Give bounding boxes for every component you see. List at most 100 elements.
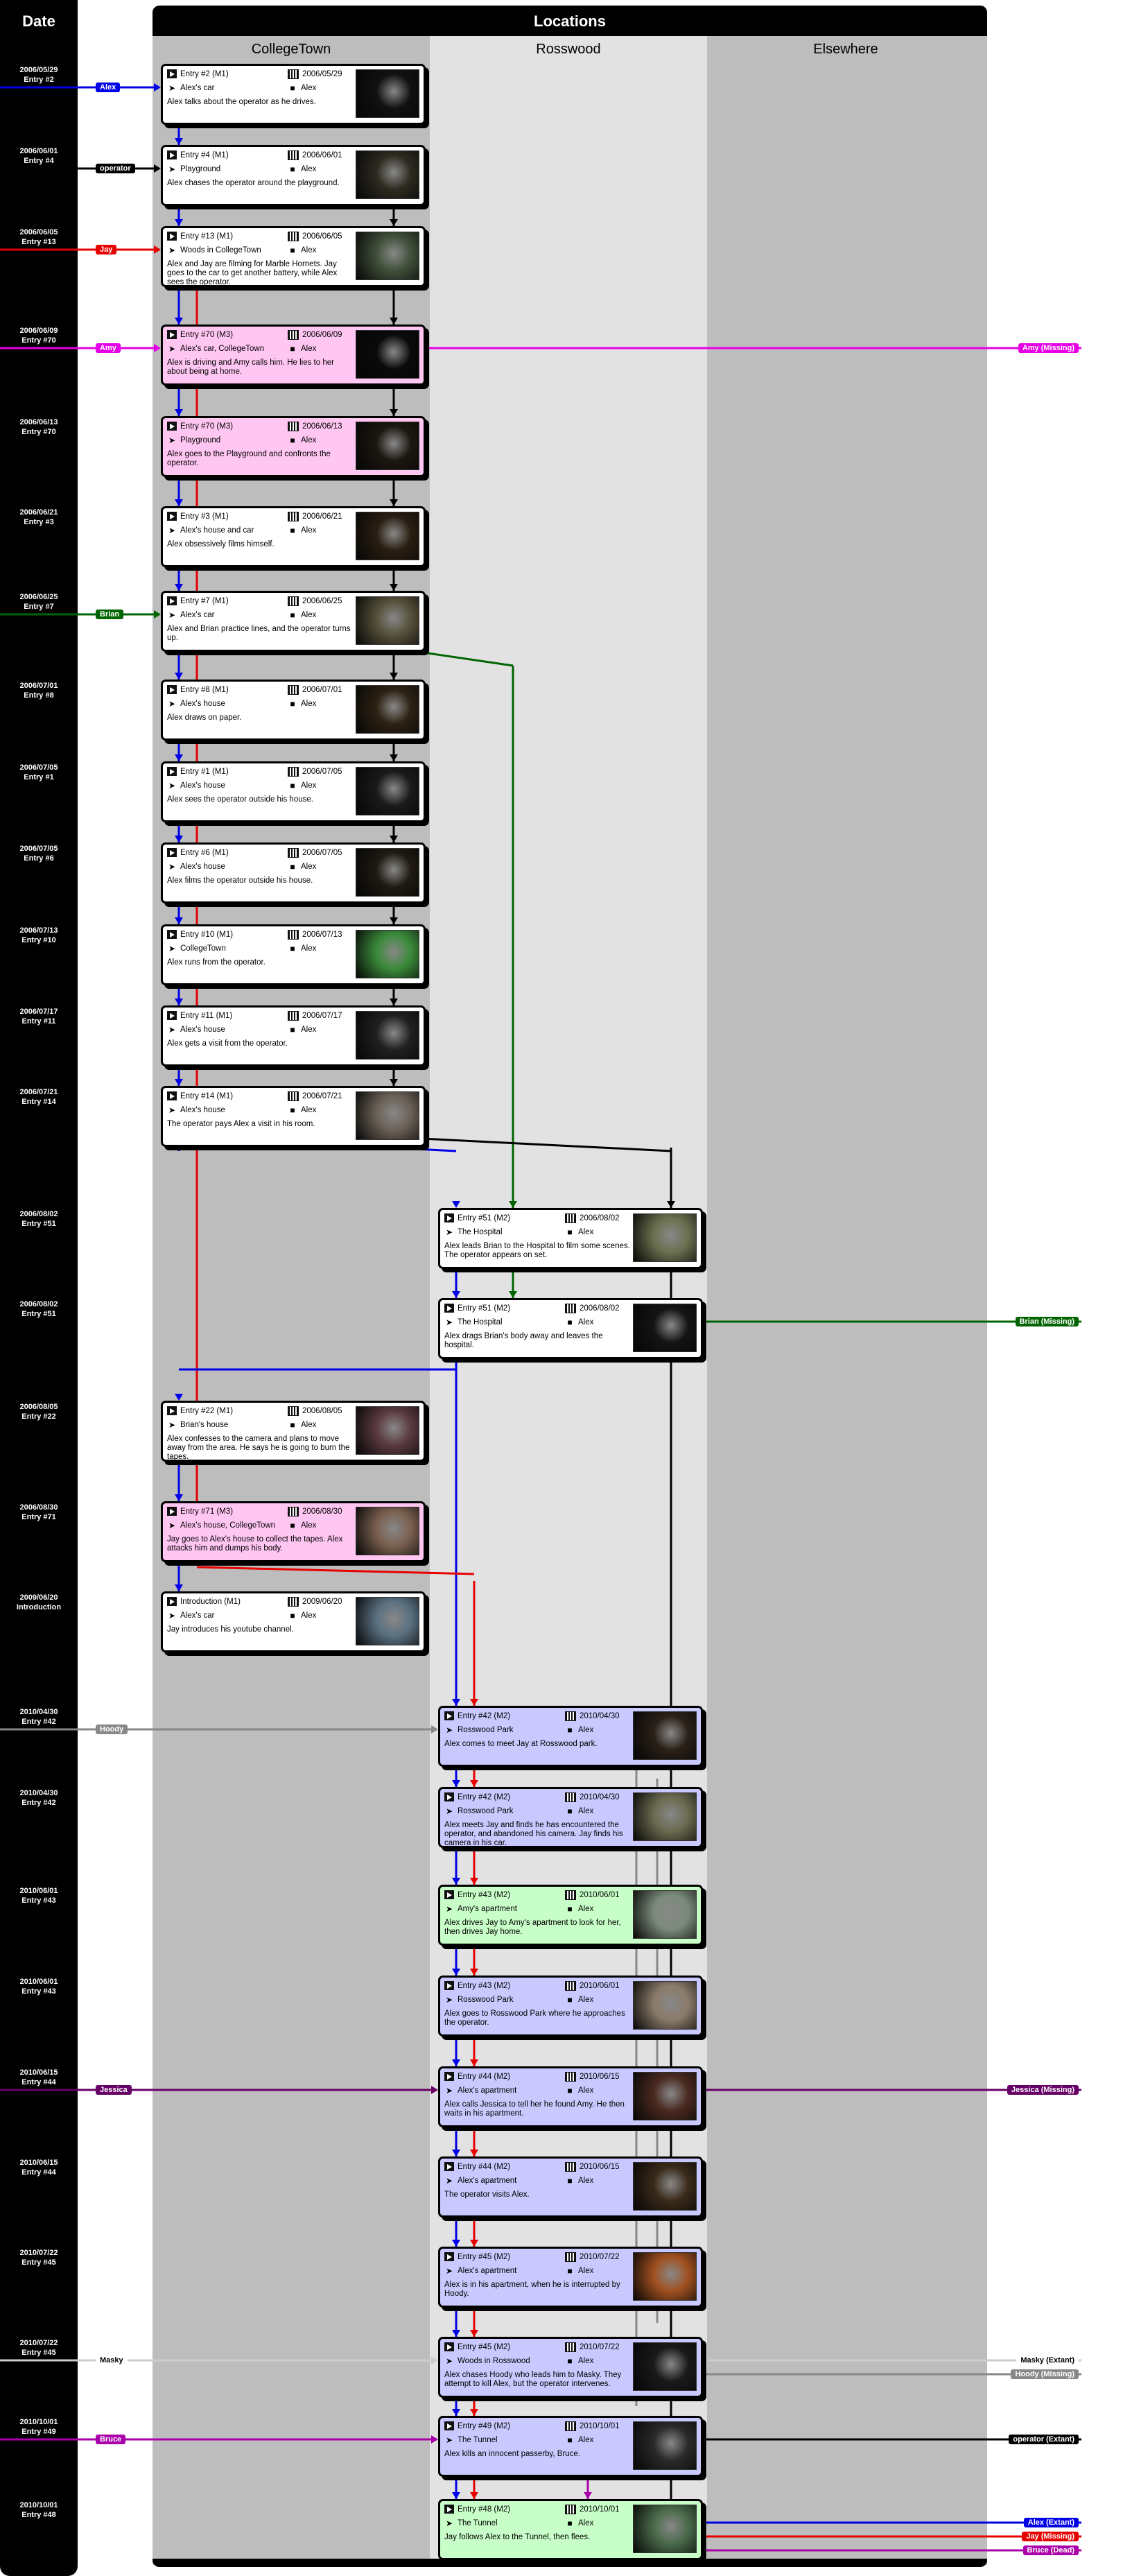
entry-card[interactable]: Entry #70 (M3) 2006/06/13 ➤Playground ■A… bbox=[161, 416, 426, 477]
entry-location-row: ➤Alex's car bbox=[167, 1610, 215, 1621]
entry-card[interactable]: Entry #71 (M3) 2006/08/30 ➤Alex's house,… bbox=[161, 1501, 426, 1562]
entry-card[interactable]: Entry #70 (M3) 2006/06/09 ➤Alex's car, C… bbox=[161, 325, 426, 386]
entry-camera-row: ■Alex bbox=[565, 1903, 593, 1914]
entry-camera: Alex bbox=[301, 345, 317, 353]
entry-location: The Hospital bbox=[458, 1318, 503, 1326]
entry-card[interactable]: Entry #10 (M1) 2006/07/13 ➤CollegeTown ■… bbox=[161, 924, 426, 985]
entry-card[interactable]: Entry #44 (M2) 2010/06/15 ➤Alex's apartm… bbox=[438, 2066, 703, 2127]
entry-thumbnail[interactable] bbox=[633, 2162, 697, 2211]
entry-card[interactable]: Entry #44 (M2) 2010/06/15 ➤Alex's apartm… bbox=[438, 2156, 703, 2218]
entry-thumbnail[interactable] bbox=[633, 1304, 697, 1352]
entry-location-row: ➤Alex's apartment bbox=[444, 2085, 516, 2096]
entry-location: Alex's apartment bbox=[458, 2177, 517, 2185]
entry-card[interactable]: Entry #11 (M1) 2006/07/17 ➤Alex's house … bbox=[161, 1005, 426, 1066]
entry-thumbnail[interactable] bbox=[356, 232, 419, 280]
character-tag: Hoody (Missing) bbox=[1011, 2369, 1079, 2379]
camera-icon: ■ bbox=[290, 1105, 295, 1115]
entry-card[interactable]: Entry #22 (M1) 2006/08/05 ➤Brian's house… bbox=[161, 1401, 426, 1462]
entry-thumbnail[interactable] bbox=[356, 848, 419, 897]
entry-thumbnail[interactable] bbox=[356, 596, 419, 645]
entry-card[interactable]: Entry #4 (M1) 2006/06/01 ➤Playground ■Al… bbox=[161, 145, 426, 206]
entry-description: Alex drives Jay to Amy's apartment to lo… bbox=[444, 1919, 621, 1936]
entry-card[interactable]: Entry #8 (M1) 2006/07/01 ➤Alex's house ■… bbox=[161, 680, 426, 741]
entry-card[interactable]: Entry #43 (M2) 2010/06/01 ➤Rosswood Park… bbox=[438, 1976, 703, 2037]
entry-card[interactable]: Entry #45 (M2) 2010/07/22 ➤Alex's apartm… bbox=[438, 2247, 703, 2308]
entry-thumbnail[interactable] bbox=[356, 69, 419, 118]
entry-card[interactable]: Entry #14 (M1) 2006/07/21 ➤Alex's house … bbox=[161, 1086, 426, 1147]
entry-thumbnail[interactable] bbox=[633, 2505, 697, 2553]
entry-camera: Alex bbox=[301, 436, 317, 444]
arrowhead bbox=[390, 499, 398, 506]
calendar-icon bbox=[288, 847, 299, 858]
calendar-icon bbox=[288, 766, 299, 777]
arrowhead bbox=[390, 836, 398, 842]
entry-camera-row: ■Alex bbox=[565, 1317, 593, 1328]
entry-card[interactable]: Entry #45 (M2) 2010/07/22 ➤Woods in Ross… bbox=[438, 2337, 703, 2398]
character-path-segment bbox=[393, 1136, 672, 1152]
arrowhead bbox=[154, 164, 161, 173]
entry-date: 2006/06/25 bbox=[302, 597, 342, 605]
arrowhead bbox=[154, 83, 161, 92]
entry-card[interactable]: Entry #1 (M1) 2006/07/05 ➤Alex's house ■… bbox=[161, 761, 426, 822]
entry-thumbnail[interactable] bbox=[356, 1507, 419, 1555]
entry-card[interactable]: Entry #49 (M2) 2010/10/01 ➤The Tunnel ■A… bbox=[438, 2416, 703, 2477]
entry-thumbnail[interactable] bbox=[633, 2072, 697, 2120]
entry-thumbnail[interactable] bbox=[633, 2342, 697, 2391]
play-icon bbox=[167, 1406, 177, 1416]
entry-camera-row: ■Alex bbox=[288, 1610, 316, 1621]
entry-thumbnail[interactable] bbox=[356, 422, 419, 470]
entry-thumbnail[interactable] bbox=[356, 930, 419, 978]
entry-thumbnail[interactable] bbox=[356, 150, 419, 199]
entry-thumbnail[interactable] bbox=[633, 1213, 697, 1262]
entry-card[interactable]: Entry #13 (M1) 2006/06/05 ➤Woods in Coll… bbox=[161, 226, 426, 287]
entry-title: Entry #13 (M1) bbox=[180, 232, 234, 241]
date-entry-label: Introduction bbox=[16, 1603, 62, 1611]
character-tag: Masky bbox=[96, 2355, 128, 2365]
entry-thumbnail[interactable] bbox=[633, 1981, 697, 2030]
entry-card[interactable]: Entry #42 (M2) 2010/04/30 ➤Rosswood Park… bbox=[438, 1787, 703, 1848]
arrowhead bbox=[390, 584, 398, 591]
location-icon: ➤ bbox=[445, 1994, 453, 2005]
entry-description: Alex is in his apartment, when he is int… bbox=[444, 2281, 620, 2298]
entry-card[interactable]: Entry #6 (M1) 2006/07/05 ➤Alex's house ■… bbox=[161, 842, 426, 904]
entry-thumbnail[interactable] bbox=[633, 1792, 697, 1841]
entry-date: 2006/07/17 bbox=[302, 1012, 342, 1020]
location-icon: ➤ bbox=[168, 861, 176, 872]
play-icon bbox=[167, 1091, 177, 1101]
location-icon: ➤ bbox=[168, 610, 176, 620]
entry-thumbnail[interactable] bbox=[356, 685, 419, 734]
entry-card[interactable]: Entry #3 (M1) 2006/06/21 ➤Alex's house a… bbox=[161, 506, 426, 567]
entry-thumbnail[interactable] bbox=[356, 512, 419, 560]
character-tag: Amy (Missing) bbox=[1018, 343, 1079, 353]
entry-thumbnail[interactable] bbox=[356, 1091, 419, 1140]
entry-thumbnail[interactable] bbox=[356, 330, 419, 379]
date-entry-label: Entry #6 bbox=[24, 854, 54, 863]
entry-thumbnail[interactable] bbox=[356, 1406, 419, 1455]
entry-card[interactable]: Entry #2 (M1) 2006/05/29 ➤Alex's car ■Al… bbox=[161, 64, 426, 125]
entry-card[interactable]: Entry #51 (M2) 2006/08/02 ➤The Hospital … bbox=[438, 1208, 703, 1269]
entry-camera-row: ■Alex bbox=[288, 1105, 316, 1116]
entry-camera-row: ■Alex bbox=[288, 245, 316, 256]
location-icon: ➤ bbox=[445, 2265, 453, 2276]
entry-thumbnail[interactable] bbox=[356, 767, 419, 815]
entry-description: Jay goes to Alex's house to collect the … bbox=[167, 1535, 343, 1553]
entry-card[interactable]: Entry #43 (M2) 2010/06/01 ➤Amy's apartme… bbox=[438, 1885, 703, 1946]
entry-thumbnail[interactable] bbox=[633, 2421, 697, 2470]
entry-location-row: ➤Brian's house bbox=[167, 1419, 228, 1430]
entry-card[interactable]: Entry #51 (M2) 2006/08/02 ➤The Hospital … bbox=[438, 1298, 703, 1359]
date-entry-label: Entry #22 bbox=[21, 1412, 56, 1421]
entry-card[interactable]: Introduction (M1) 2009/06/20 ➤Alex's car… bbox=[161, 1591, 426, 1652]
date-text: 2006/06/21 bbox=[19, 508, 58, 517]
entry-card[interactable]: Entry #7 (M1) 2006/06/25 ➤Alex's car ■Al… bbox=[161, 591, 426, 652]
entry-card[interactable]: Entry #48 (M2) 2010/10/01 ➤The Tunnel ■A… bbox=[438, 2499, 703, 2560]
entry-thumbnail[interactable] bbox=[356, 1011, 419, 1060]
entry-card[interactable]: Entry #42 (M2) 2010/04/30 ➤Rosswood Park… bbox=[438, 1706, 703, 1767]
entry-thumbnail[interactable] bbox=[633, 1711, 697, 1760]
date-entry-label: Entry #8 bbox=[24, 691, 54, 700]
entry-thumbnail[interactable] bbox=[356, 1597, 419, 1645]
entry-thumbnail[interactable] bbox=[633, 1890, 697, 1939]
entry-thumbnail[interactable] bbox=[633, 2252, 697, 2301]
calendar-icon bbox=[288, 1596, 299, 1607]
entry-camera-row: ■Alex bbox=[565, 2265, 593, 2276]
